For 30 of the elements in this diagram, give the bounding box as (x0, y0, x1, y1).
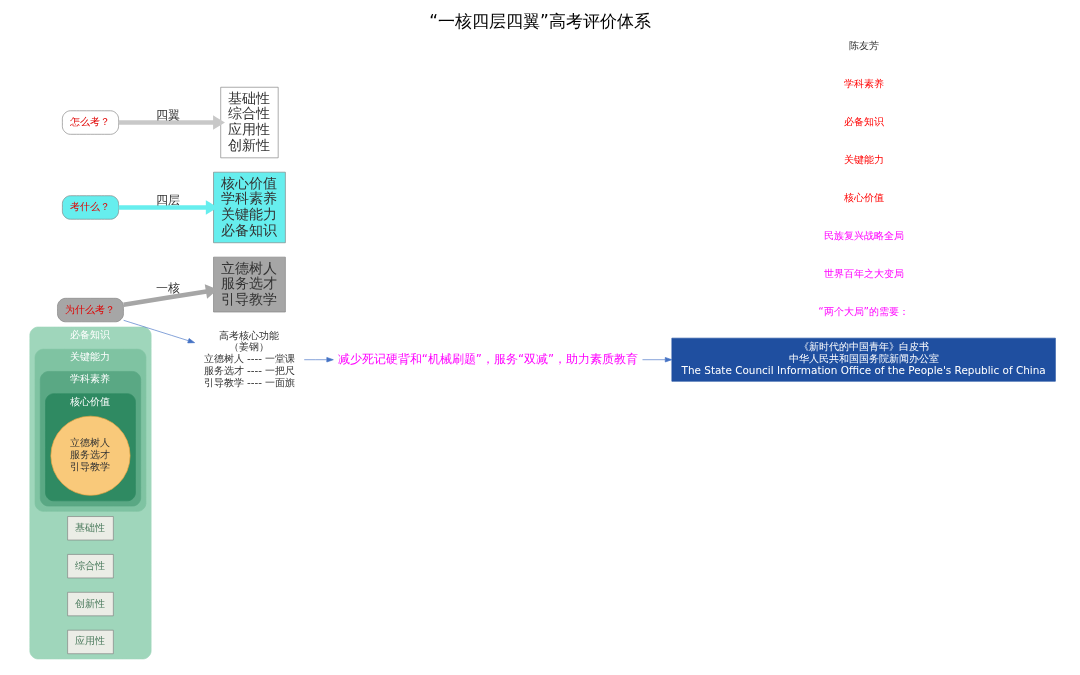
label: 关键能力 (843, 152, 884, 165)
node-box: 考什么？ (62, 195, 119, 220)
label: 世界百年之大变局 (823, 266, 904, 279)
arrow (642, 357, 673, 363)
label: 民族复兴战略全局 (823, 228, 904, 241)
label: 必备知识 (843, 115, 884, 128)
arrow (303, 357, 334, 363)
node-box: 为什么考？ (57, 297, 124, 323)
arrow (118, 115, 225, 130)
label: 陈友芳 (848, 39, 879, 52)
node-box: 《新时代的中国青年》白皮书 中华人民共和国国务院新闻办公室 The State Council Information Office of the People's Republic of China (671, 337, 1056, 382)
node-text: 高考核心功能 （姜钢） 立德树人 ---- 一堂课 服务选才 ---- 一把尺 引导教学 ---- 一面旗 (203, 328, 296, 388)
arrow (123, 319, 195, 344)
label: “两个大局”的需要： (818, 304, 910, 317)
diagram-title: “一核四层四翼”高考评价体系 (429, 11, 651, 32)
edge-label: 一核 (156, 281, 181, 296)
node-text: 减少死记硬背和“机械刷题”，服务“双减”，助力素质教育 (337, 351, 639, 366)
node-circle: 立德树人 服务选才 引导教学 (50, 415, 131, 496)
node-box: 综合性 (67, 554, 114, 579)
node-box: 基础性 (67, 516, 114, 541)
node-box: 创新性 (67, 592, 114, 617)
node-box: 立德树人 服务选才 引导教学 (213, 256, 286, 313)
edge-label: 四翼 (156, 107, 181, 122)
node-box: 基础性 综合性 应用性 创新性 (220, 86, 279, 159)
label: 学科素养 (843, 77, 884, 90)
node-box: 应用性 (67, 629, 114, 655)
label: 核心价值 (843, 190, 884, 203)
edge-label: 四层 (156, 192, 181, 207)
node-box: 怎么考？ (62, 110, 119, 135)
node-box: 核心价值 学科素养 关键能力 必备知识 (213, 171, 286, 244)
